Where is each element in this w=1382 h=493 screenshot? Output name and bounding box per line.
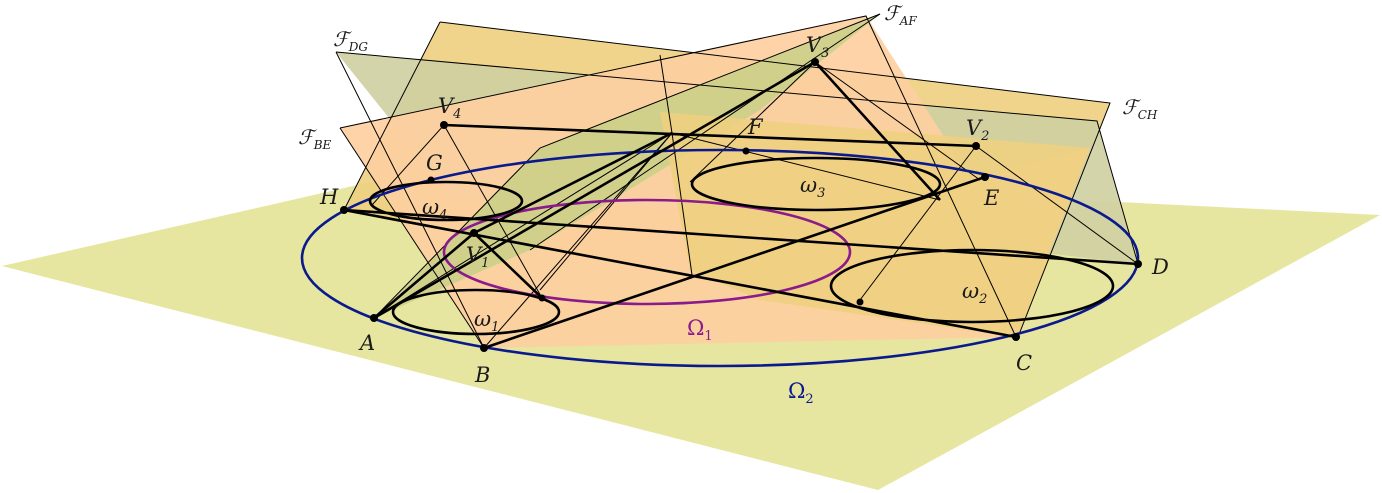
- point-f: [742, 147, 750, 155]
- label-w3: ω3: [800, 173, 825, 201]
- label-w2: ω2: [962, 279, 987, 307]
- label-omega-2: Ω2: [788, 379, 814, 407]
- big-circle-labels: Ω1 Ω2: [687, 316, 814, 407]
- label-b: B: [474, 363, 490, 387]
- label-f-af: ℱAF: [884, 1, 917, 28]
- circle-w2: [829, 248, 1115, 324]
- plane-labels: ℱDG ℱBE ℱAF ℱCH: [298, 1, 1158, 152]
- label-v1: V1: [466, 243, 489, 271]
- points: [340, 58, 1142, 352]
- label-f: F: [747, 115, 764, 139]
- point-v3: [811, 58, 819, 66]
- point-d: [1134, 260, 1142, 268]
- circle-omega-1-big: [442, 198, 852, 306]
- point-tangent-w2: [856, 298, 864, 306]
- label-c: C: [1016, 351, 1032, 375]
- circle-w3: [690, 156, 942, 212]
- label-e: E: [983, 186, 999, 210]
- label-f-ch: ℱCH: [1122, 95, 1158, 122]
- label-v4: V4: [438, 94, 461, 122]
- label-omega-1: Ω1: [687, 316, 713, 344]
- label-f-be: ℱBE: [298, 125, 332, 152]
- small-circles: [368, 156, 1115, 336]
- vertex-labels: V1 V2 V3 V4: [438, 33, 989, 271]
- point-g: [427, 176, 435, 184]
- label-a: A: [358, 331, 375, 355]
- label-w4: ω4: [422, 195, 447, 223]
- label-w1: ω1: [474, 307, 499, 335]
- point-a: [370, 314, 378, 322]
- circle-omega-2-big: [300, 148, 1140, 368]
- plane-f-ch-front: [660, 112, 1090, 337]
- point-c: [1012, 333, 1020, 341]
- main-segments: [343, 60, 1139, 350]
- point-v4: [440, 121, 448, 129]
- point-e: [981, 173, 989, 181]
- circle-w4: [368, 180, 524, 222]
- point-b: [480, 344, 488, 352]
- label-d: D: [1151, 255, 1169, 279]
- label-h: H: [319, 185, 339, 209]
- label-g: G: [426, 151, 443, 175]
- plane-edges: [335, 13, 1139, 349]
- circle-w1: [391, 288, 561, 336]
- label-f-dg: ℱDG: [333, 27, 368, 54]
- small-circle-labels: ω1 ω2 ω3 ω4: [422, 173, 987, 335]
- point-h: [340, 206, 348, 214]
- label-v3: V3: [806, 33, 829, 61]
- point-v1: [470, 229, 478, 237]
- point-tangent-w1: [538, 294, 546, 302]
- label-v2: V2: [966, 116, 989, 144]
- point-v2: [972, 142, 980, 150]
- point-labels: A B C D E F G H: [319, 115, 1169, 387]
